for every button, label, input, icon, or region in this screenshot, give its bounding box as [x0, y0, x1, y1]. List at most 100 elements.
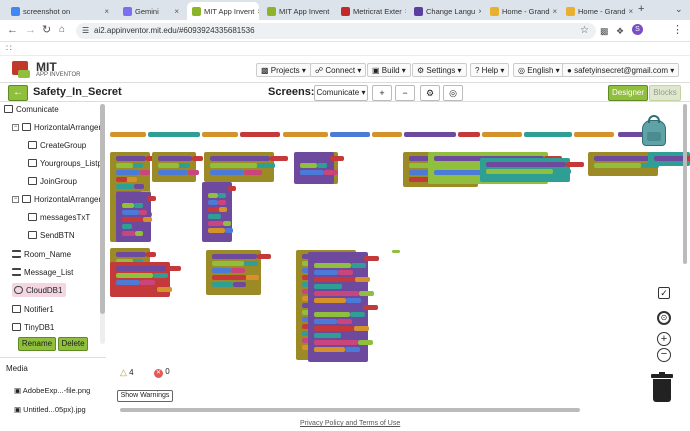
value-block[interactable]: [221, 214, 229, 219]
close-tab-icon[interactable]: ×: [478, 6, 481, 16]
statement-block[interactable]: [434, 170, 518, 175]
statement-block[interactable]: [122, 224, 132, 229]
statement-block[interactable]: [116, 163, 133, 168]
help-menu[interactable]: ? Help ▾: [470, 63, 510, 77]
value-block[interactable]: [228, 186, 236, 191]
url-field[interactable]: ☰ ai2.appinventor.mit.edu/#6093924335681…: [76, 23, 596, 39]
apps-grid-icon[interactable]: ∷: [6, 43, 12, 53]
statement-block[interactable]: [122, 217, 143, 222]
global-variable-block[interactable]: [404, 132, 456, 137]
value-block[interactable]: [358, 340, 373, 345]
statement-block[interactable]: [314, 270, 338, 275]
statement-block[interactable]: [300, 163, 317, 168]
value-block[interactable]: [134, 184, 144, 189]
close-tab-icon[interactable]: ×: [104, 6, 109, 16]
value-block[interactable]: [245, 275, 260, 280]
projects-menu[interactable]: ▩ Projects ▾: [256, 63, 311, 77]
statement-block[interactable]: [212, 268, 231, 273]
browser-tab[interactable]: Home - Grand×: [485, 2, 557, 20]
tree-item[interactable]: JoinGroup: [28, 174, 77, 188]
value-block[interactable]: [337, 319, 352, 324]
statement-block[interactable]: [122, 210, 139, 215]
value-block[interactable]: [244, 170, 262, 175]
connect-menu[interactable]: ☍ Connect ▾: [310, 63, 367, 77]
add-screen-button[interactable]: +: [372, 85, 392, 101]
global-variable-block[interactable]: [110, 132, 146, 137]
event-block[interactable]: [202, 182, 232, 242]
statement-block[interactable]: [314, 277, 355, 282]
tree-item[interactable]: SendBTN: [28, 228, 75, 242]
tree-item[interactable]: Comunicate: [4, 102, 59, 116]
statement-block[interactable]: [314, 284, 342, 289]
browser-tab[interactable]: Gemini×: [118, 2, 184, 20]
value-block[interactable]: [147, 196, 156, 201]
site-info-icon[interactable]: ☰: [82, 26, 90, 35]
value-block[interactable]: [138, 210, 148, 215]
close-tab-icon[interactable]: ×: [405, 7, 406, 16]
value-block[interactable]: [351, 263, 366, 268]
global-variable-block[interactable]: [202, 132, 238, 137]
recenter-icon[interactable]: ⊙: [657, 311, 671, 325]
statement-block[interactable]: [210, 163, 257, 168]
statement-block[interactable]: [486, 169, 553, 174]
value-block[interactable]: [219, 207, 227, 212]
tree-item[interactable]: CloudDB1: [12, 283, 67, 297]
statement-block[interactable]: [210, 170, 244, 175]
statement-block[interactable]: [116, 156, 146, 161]
browser-tab[interactable]: Home - Grand×: [561, 2, 633, 20]
designer-button[interactable]: Designer: [608, 85, 648, 101]
statement-block[interactable]: [122, 203, 134, 208]
value-block[interactable]: [231, 268, 245, 273]
blocks-button[interactable]: Blocks: [649, 85, 681, 101]
close-tab-icon[interactable]: ×: [174, 6, 179, 16]
browser-tab[interactable]: MIT App Invent×: [187, 2, 259, 20]
back-icon[interactable]: ←: [7, 24, 18, 36]
statement-block[interactable]: [208, 228, 225, 233]
statement-block[interactable]: [158, 163, 179, 168]
rename-button[interactable]: Rename: [18, 337, 56, 351]
value-block[interactable]: [223, 221, 231, 226]
value-block[interactable]: [244, 261, 258, 266]
new-tab-button[interactable]: +: [638, 3, 645, 15]
global-variable-block[interactable]: [148, 132, 200, 137]
statement-block[interactable]: [158, 156, 192, 161]
browser-tab[interactable]: screenshot on×: [6, 2, 114, 20]
extensions-icon[interactable]: ▩: [600, 26, 609, 36]
value-block[interactable]: [146, 156, 156, 161]
statement-block[interactable]: [486, 162, 566, 167]
statement-block[interactable]: [116, 273, 153, 278]
value-block[interactable]: [338, 270, 353, 275]
value-block[interactable]: [350, 312, 365, 317]
bookmark-star-icon[interactable]: ☆: [580, 25, 589, 36]
statement-block[interactable]: [594, 156, 654, 161]
statement-block[interactable]: [314, 263, 351, 268]
global-variable-block[interactable]: [283, 132, 328, 137]
build-menu[interactable]: ▣ Build ▾: [367, 63, 411, 77]
global-variable-block[interactable]: [524, 132, 572, 137]
value-block[interactable]: [218, 193, 226, 198]
tree-item[interactable]: Room_Name: [12, 247, 71, 261]
statement-block[interactable]: [158, 170, 188, 175]
statement-block[interactable]: [314, 305, 363, 310]
value-block[interactable]: [132, 224, 141, 229]
zoom-out-icon[interactable]: −: [657, 348, 671, 362]
value-block[interactable]: [553, 169, 571, 174]
delete-button[interactable]: Delete: [58, 337, 88, 351]
statement-block[interactable]: [116, 170, 140, 175]
statement-block[interactable]: [654, 156, 686, 161]
value-block[interactable]: [364, 256, 379, 261]
statement-block[interactable]: [208, 221, 223, 226]
close-tab-icon[interactable]: ×: [257, 7, 259, 16]
value-block[interactable]: [133, 259, 143, 264]
statement-block[interactable]: [300, 156, 330, 161]
tree-scrollbar-thumb[interactable]: [100, 104, 105, 314]
language-menu[interactable]: ◎ English ▾: [513, 63, 565, 77]
statement-block[interactable]: [314, 298, 346, 303]
value-block[interactable]: [140, 280, 155, 285]
statement-block[interactable]: [122, 196, 147, 201]
browser-tab[interactable]: Metricrat Exter×: [336, 2, 406, 20]
statement-block[interactable]: [122, 231, 135, 236]
value-block[interactable]: [354, 326, 369, 331]
tree-scrollbar[interactable]: [100, 104, 105, 344]
value-block[interactable]: [140, 170, 150, 175]
